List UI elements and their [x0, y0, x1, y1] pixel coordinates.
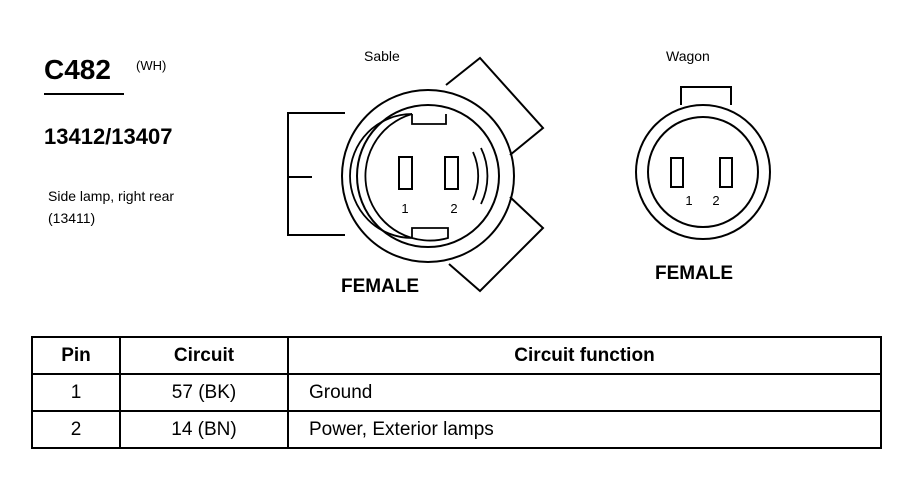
connector-diagram: 1 2 1 2: [287, 56, 771, 293]
table-row: 2 14 (BN) Power, Exterior lamps: [31, 410, 882, 449]
header-pin: Pin: [31, 336, 121, 375]
header-circuit-function: Circuit function: [287, 336, 882, 375]
sable-gender-label: FEMALE: [341, 276, 420, 297]
sable-left-tab: [287, 112, 345, 236]
sable-pin-2-terminal: [444, 156, 459, 190]
wagon-outer-ring: [635, 104, 771, 240]
sable-label: Sable: [364, 48, 400, 64]
connector-description: Side lamp, right rear: [48, 188, 175, 204]
sable-pin-1-label: 1: [401, 201, 408, 216]
wagon-pin-1-label: 1: [685, 193, 692, 208]
sable-side-slot: [472, 147, 489, 205]
header-circuit: Circuit: [119, 336, 289, 375]
sable-middle-ring: [356, 104, 500, 248]
sable-upper-tab: [445, 56, 545, 156]
wagon-pin-2-terminal: [719, 157, 733, 188]
sable-inner-key-top: [411, 114, 447, 125]
sable-outer-ring: [341, 89, 515, 263]
wagon-pin-1-terminal: [670, 157, 684, 188]
wagon-pin-2-label: 2: [712, 193, 719, 208]
wagon-gender-label: FEMALE: [655, 263, 734, 284]
sable-pin-1-terminal: [398, 156, 413, 190]
sable-inner-insert: [349, 113, 449, 242]
pinout-table: Pin Circuit Circuit function 1 57 (BK) G…: [31, 336, 882, 449]
wagon-connector-face: [635, 86, 771, 240]
wagon-top-tab: [680, 86, 732, 105]
connector-id-underline: [44, 93, 124, 95]
sable-connector-face: [287, 56, 545, 293]
sable-lower-tab: [448, 196, 545, 293]
connector-description-ref: (13411): [48, 210, 96, 226]
table-header-row: Pin Circuit Circuit function: [31, 336, 882, 375]
table-row: 1 57 (BK) Ground: [31, 373, 882, 412]
part-numbers: 13412/13407: [44, 124, 173, 149]
wagon-inner-ring: [647, 116, 759, 228]
cell-circuit: 57 (BK): [119, 373, 289, 412]
cell-pin: 1: [31, 373, 121, 412]
cell-circuit-function: Power, Exterior lamps: [287, 410, 882, 449]
connector-color-code: (WH): [136, 58, 167, 73]
connector-id: C482: [44, 54, 111, 85]
sable-pin-2-label: 2: [450, 201, 457, 216]
cell-pin: 2: [31, 410, 121, 449]
wagon-label: Wagon: [666, 48, 710, 64]
cell-circuit-function: Ground: [287, 373, 882, 412]
cell-circuit: 14 (BN): [119, 410, 289, 449]
